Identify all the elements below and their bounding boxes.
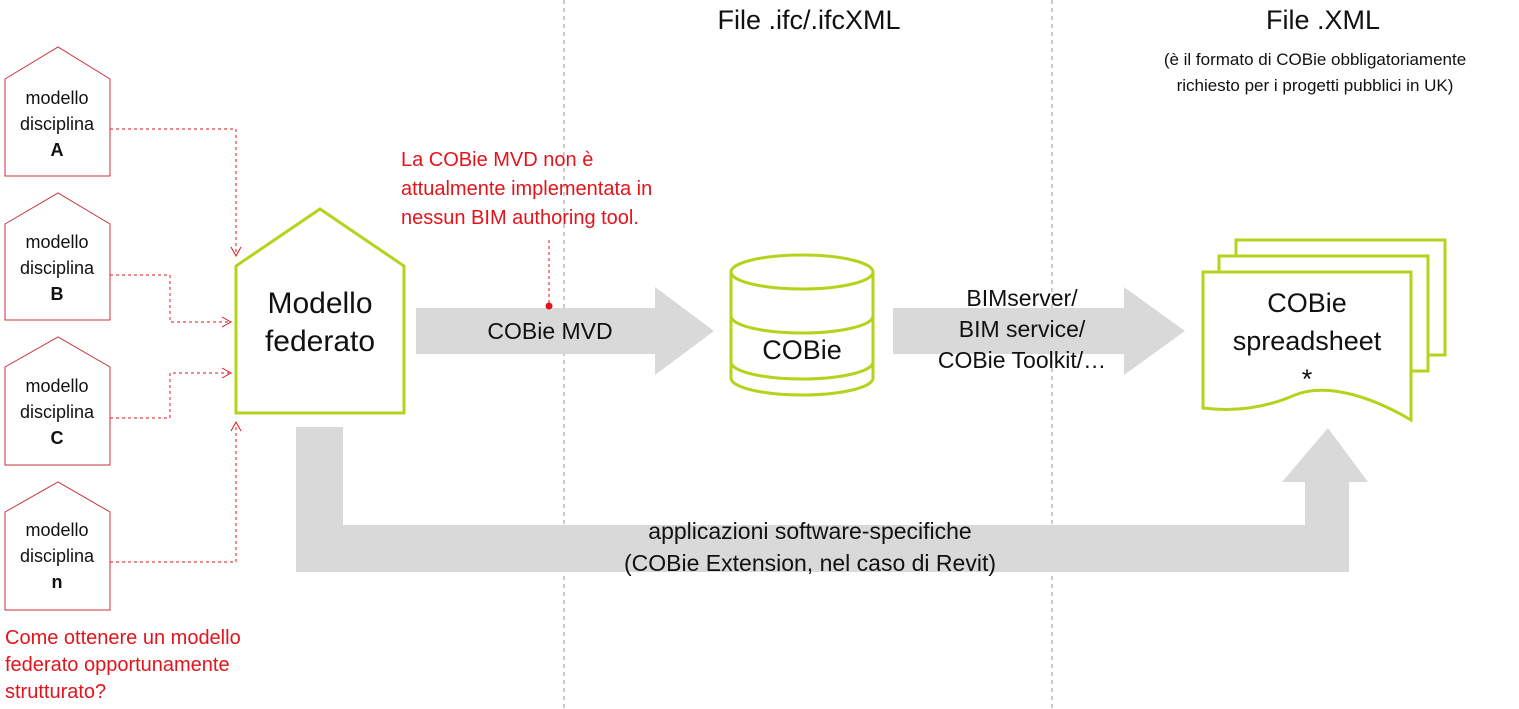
discipline-house-b (4, 192, 111, 321)
xml-file-header: File .XML (1265, 5, 1381, 35)
discipline-label-line1: modello (25, 376, 89, 396)
discipline-house-c (4, 336, 111, 466)
arrowhead-c (221, 367, 233, 379)
mvd-note-dot (545, 302, 553, 310)
discipline-model-b: modello disciplina B (5, 229, 109, 307)
connector-c (110, 372, 229, 419)
software-arrow (296, 427, 1368, 572)
connector-n (110, 424, 237, 563)
connector-b (110, 274, 229, 323)
discipline-label-line1: modello (25, 520, 89, 540)
mvd-note: La COBie MVD non è attualmente implement… (401, 149, 653, 229)
xml-format-note: (è il formato di COBie obbligatoriamente… (1163, 50, 1467, 95)
discipline-house-a (4, 46, 111, 177)
software-label: applicazioni software-specifiche (COBie … (624, 518, 996, 576)
discipline-label-line1: modello (25, 88, 89, 108)
discipline-id: n (51, 572, 63, 592)
discipline-label-line2: disciplina (19, 258, 95, 278)
services-arrow (893, 287, 1185, 375)
discipline-model-a: modello disciplina A (5, 85, 109, 163)
discipline-label-line2: disciplina (19, 114, 95, 134)
federated-model-house (234, 207, 406, 415)
discipline-house-n (4, 481, 111, 611)
arrowhead-b (221, 316, 233, 328)
cobie-mvd-arrow (416, 287, 714, 375)
discipline-label-line1: modello (25, 232, 89, 252)
arrowhead-n (230, 420, 242, 432)
arrowhead-a (230, 246, 242, 258)
cobie-mvd-label: COBie MVD (487, 318, 613, 344)
discipline-label-line2: disciplina (19, 402, 95, 422)
discipline-id: C (50, 428, 64, 448)
ifc-file-header: File .ifc/.ifcXML (717, 5, 901, 35)
connector-a (110, 128, 237, 254)
discipline-model-n: modello disciplina n (5, 517, 109, 595)
discipline-model-c: modello disciplina C (5, 373, 109, 451)
cobie-database (729, 253, 875, 397)
question-note: Come ottenere un modello federato opport… (5, 627, 241, 703)
cobie-spreadsheet (1201, 238, 1447, 423)
spreadsheet-label: COBie spreadsheet * (1232, 288, 1382, 394)
cobie-database-label: COBie (762, 335, 842, 365)
federated-model-label: Modello federato (264, 287, 376, 358)
services-label: BIMserver/ BIM service/ COBie Toolkit/… (937, 285, 1107, 373)
discipline-id: B (50, 284, 64, 304)
discipline-label-line2: disciplina (19, 546, 95, 566)
discipline-id: A (50, 140, 64, 160)
